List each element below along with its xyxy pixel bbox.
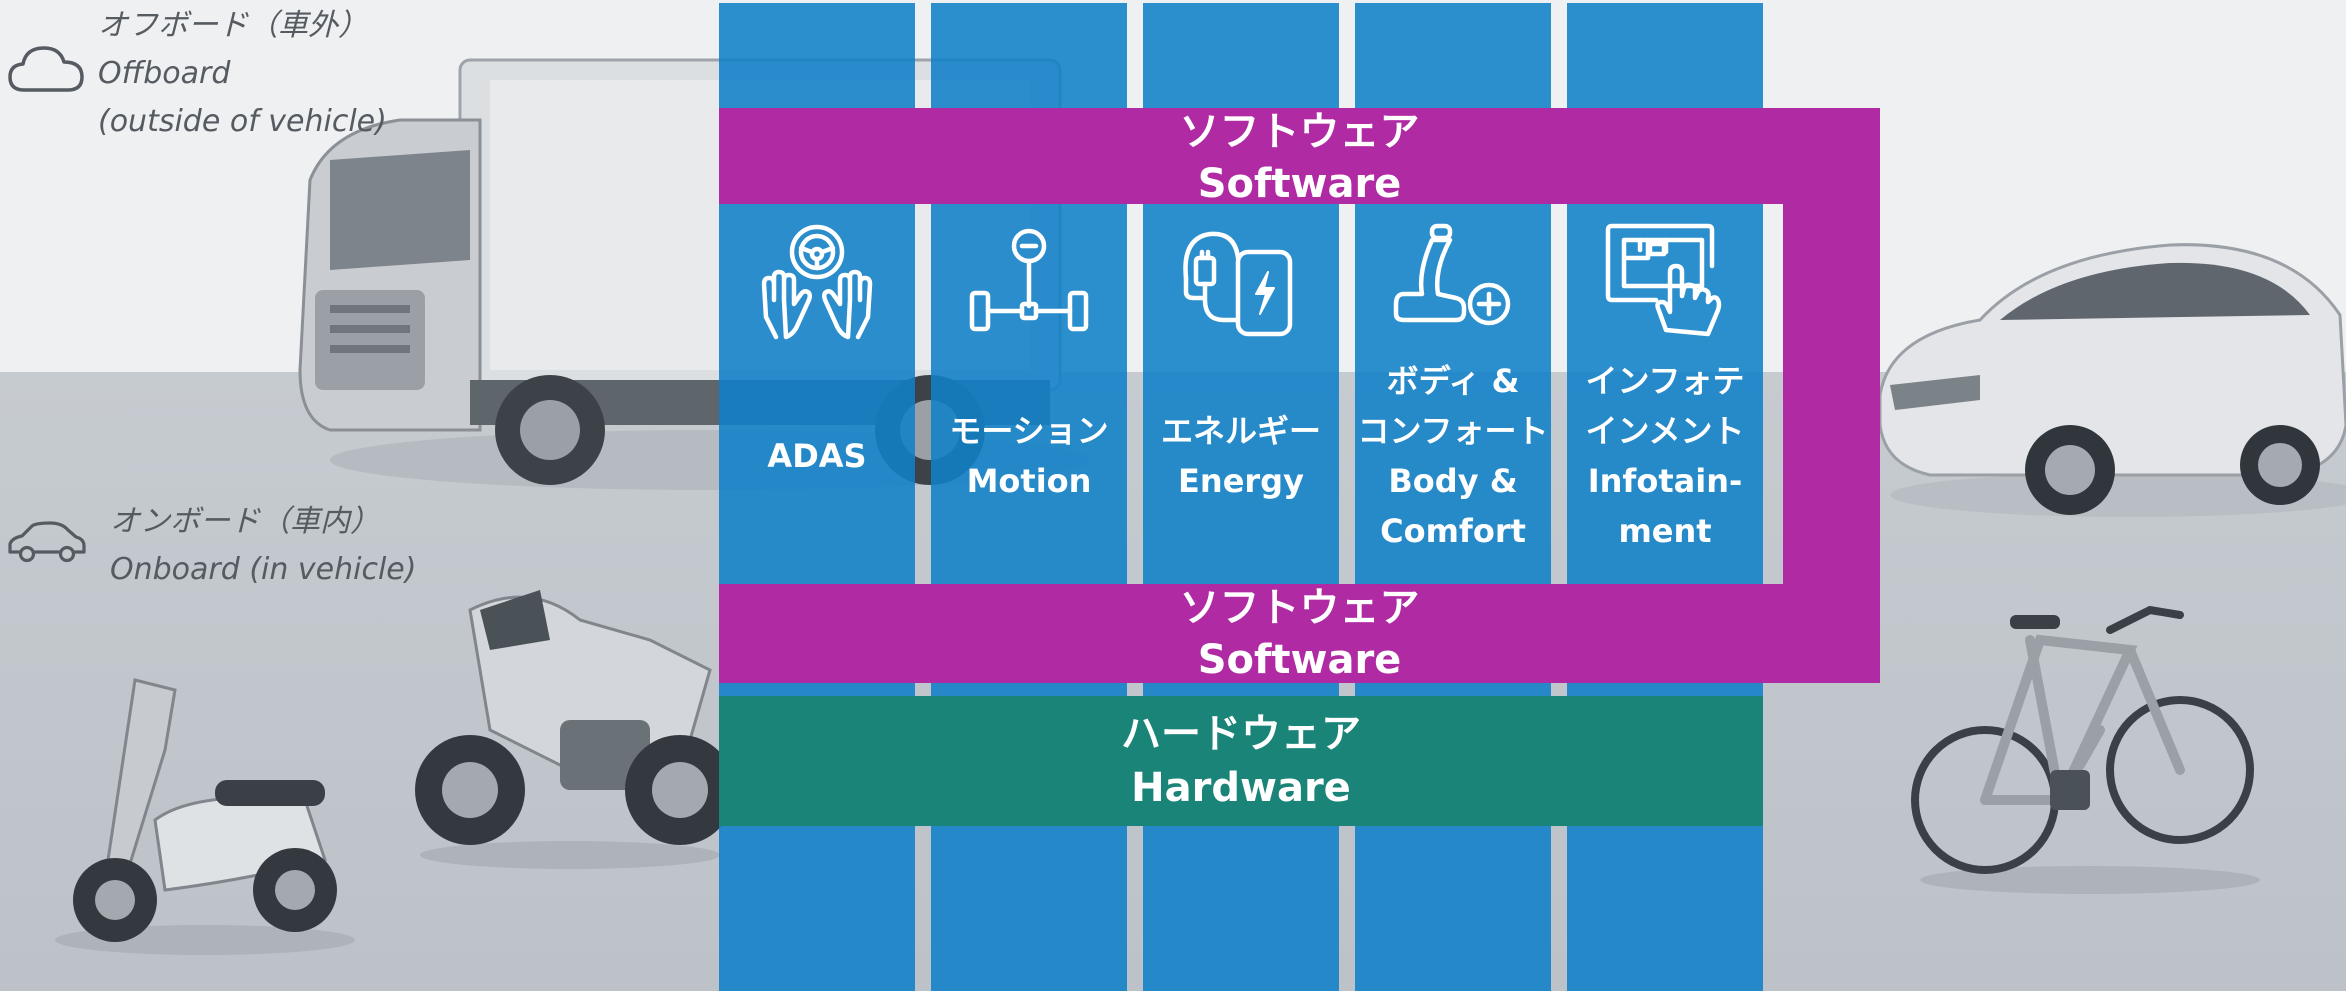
domain-body-line-2: コンフォート: [1357, 412, 1549, 450]
steering-wheel-hands-icon: [761, 224, 873, 340]
domain-energy-line-2: Energy: [1178, 462, 1304, 500]
touchscreen-icon: [1605, 223, 1722, 337]
car-icon: [8, 521, 86, 563]
domain-info-line-1: インフォテ: [1585, 362, 1745, 400]
domain-motion-line-2: Motion: [966, 462, 1092, 500]
domain-body-line-3: Body &: [1388, 462, 1518, 500]
cloud-icon: [8, 46, 84, 92]
hardware-jp: ハードウェア: [1121, 711, 1361, 757]
software-band-top: ソフトウェア Software: [719, 108, 1880, 207]
software-bottom-jp: ソフトウェア: [1179, 585, 1420, 631]
software-top-en: Software: [1197, 161, 1402, 207]
offboard-label-jp: オフボード（車外）: [98, 8, 368, 43]
car-image: [1878, 243, 2346, 517]
charging-station-icon: [1183, 231, 1293, 337]
domain-info-line-3: Infotain-: [1587, 462, 1743, 500]
hardware-en: Hardware: [1131, 765, 1351, 811]
domain-body-line-4: Comfort: [1380, 512, 1526, 550]
software-top-jp: ソフトウェア: [1179, 109, 1420, 155]
onboard-label-en: Onboard (in vehicle): [110, 552, 417, 587]
domain-label-adas: ADAS: [719, 431, 915, 481]
domain-label-infotainment: インフォテ インメント Infotain- ment: [1567, 356, 1763, 556]
onboard-label-jp: オンボード（車内）: [110, 504, 380, 539]
domain-info-line-2: インメント: [1585, 412, 1745, 450]
offboard-label-en2: (outside of vehicle): [98, 104, 387, 139]
axle-joystick-icon: [969, 228, 1089, 332]
software-band-bottom: ソフトウェア Software: [719, 584, 1880, 683]
hardware-band: ハードウェア Hardware: [719, 696, 1763, 826]
offboard-label-en: Offboard: [98, 56, 231, 91]
motorcycle-image: [415, 590, 730, 869]
scooter-image: [55, 678, 355, 955]
offboard-legend: オフボード（車外） Offboard (outside of vehicle): [98, 2, 387, 146]
car-seat-plus-icon: [1393, 223, 1511, 326]
domain-motion-line-1: モーション: [949, 412, 1109, 450]
domain-label-energy: エネルギー Energy: [1143, 406, 1339, 506]
domain-adas-line-1: ADAS: [767, 437, 867, 475]
ebike-image: [1911, 605, 2260, 894]
domain-label-motion: モーション Motion: [931, 406, 1127, 506]
domain-info-line-4: ment: [1618, 512, 1712, 550]
domain-label-body-comfort: ボディ & コンフォート Body & Comfort: [1355, 356, 1551, 556]
domain-body-line-1: ボディ &: [1386, 362, 1520, 400]
domain-energy-line-1: エネルギー: [1160, 412, 1321, 450]
software-bottom-en: Software: [1197, 637, 1402, 683]
onboard-legend: オンボード（車内） Onboard (in vehicle): [110, 498, 416, 594]
